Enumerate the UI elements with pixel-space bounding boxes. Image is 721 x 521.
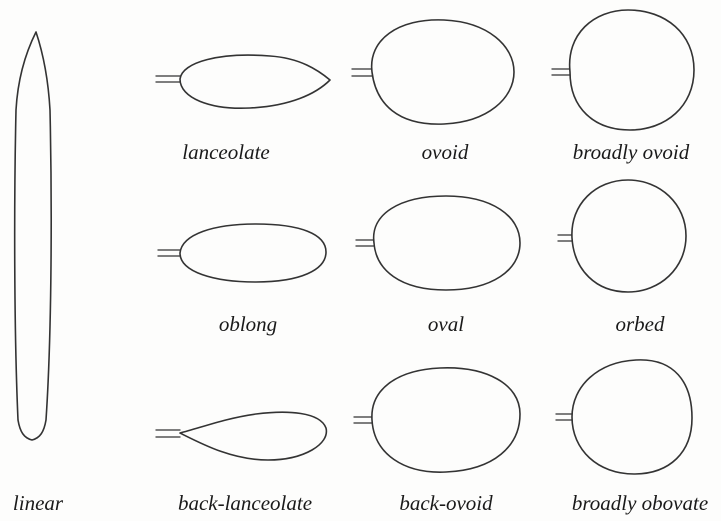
label-oblong: oblong: [219, 314, 277, 335]
label-back-lanceolate: back-lanceolate: [178, 493, 312, 514]
linear-leaf: [15, 32, 52, 440]
label-oval: oval: [428, 314, 464, 335]
label-lanceolate: lanceolate: [182, 142, 269, 163]
oblong-leaf: [158, 224, 326, 282]
ovoid-leaf: [352, 20, 514, 124]
broadly-obovate-leaf: [556, 360, 692, 474]
label-ovoid: ovoid: [422, 142, 469, 163]
label-back-ovoid: back-ovoid: [399, 493, 492, 514]
broadly-ovoid-leaf: [552, 10, 694, 130]
oval-leaf: [356, 196, 520, 290]
back-lanceolate-leaf: [156, 412, 326, 460]
label-linear: linear: [13, 493, 63, 514]
lanceolate-leaf: [156, 55, 330, 108]
label-broadly-obovate: broadly obovate: [572, 493, 708, 514]
label-broadly-ovoid: broadly ovoid: [573, 142, 689, 163]
orbed-leaf: [558, 180, 686, 292]
back-ovoid-leaf: [354, 368, 520, 472]
label-orbed: orbed: [616, 314, 665, 335]
